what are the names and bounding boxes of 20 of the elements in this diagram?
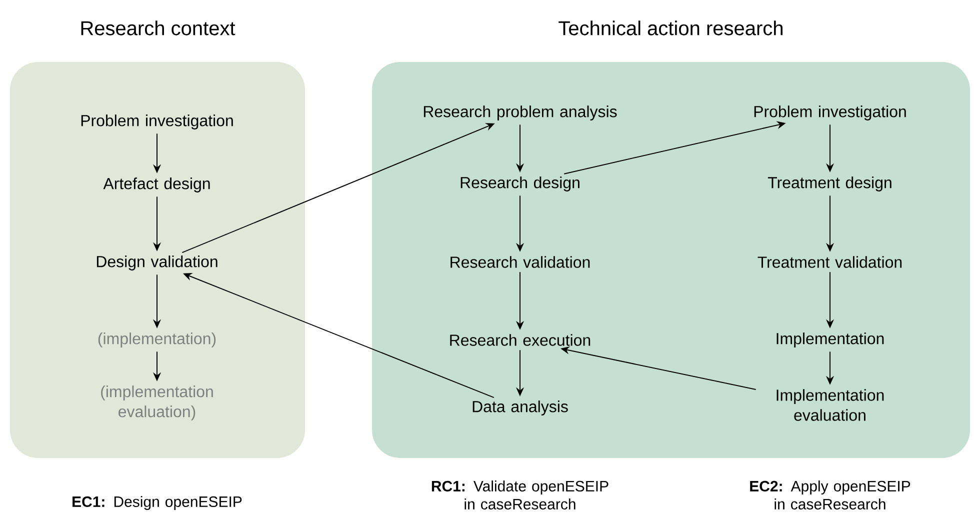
step-text: Treatment validation — [758, 256, 902, 268]
caption-text: EC2: Apply openESEIP in caseResearch — [750, 480, 910, 510]
step-text: Research validation — [450, 256, 590, 268]
step-text: Research execution — [450, 334, 590, 346]
step-text: (implementation) — [98, 332, 216, 348]
step-text: Design validation — [96, 256, 218, 270]
step-text: Problem investigation — [754, 106, 906, 120]
panel-title: Research context — [81, 20, 236, 36]
step-text: Data analysis — [472, 400, 568, 416]
step-text: Implementation — [776, 332, 884, 348]
step-text: Implementation evaluation — [776, 389, 884, 421]
caption-text: RC1: Validate openESEIP in caseResearch — [432, 480, 608, 510]
step-text: Research design — [460, 176, 580, 192]
panel-title: Technical action research — [558, 20, 782, 36]
step-text: Treatment design — [768, 176, 892, 192]
step-text: Artefact design — [103, 178, 210, 192]
step-text: Research problem analysis — [424, 106, 617, 120]
step-text: (implementation evaluation) — [101, 386, 213, 420]
step-text: Problem investigation — [81, 114, 233, 130]
caption-text: EC1: Design openESEIP — [72, 496, 242, 510]
